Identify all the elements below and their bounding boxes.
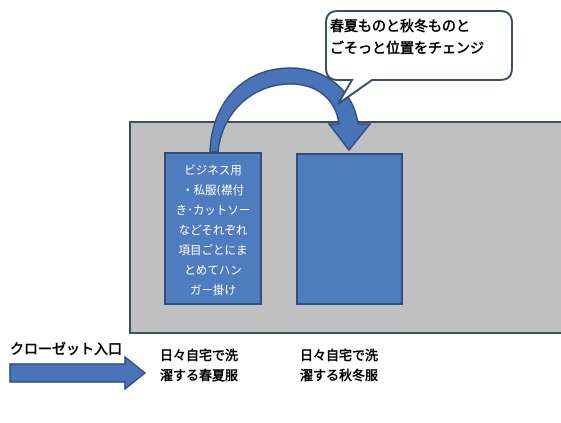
callout-text: 春夏ものと秋冬ものと ごそっと位置をチェンジ <box>330 16 510 60</box>
caption-line: 濯する春夏服 <box>160 369 239 384</box>
entrance-label: クローゼット入口 <box>10 342 122 358</box>
autumn-winter-caption: 日々自宅で洗 濯する秋冬服 <box>300 347 378 387</box>
spring-summer-box-text: ビジネス用 ・私服(襟付 き･カットソー などそれぞれ 項目ごとにま とめてハン… <box>167 160 259 300</box>
box-line: とめてハン <box>184 263 242 277</box>
caption-line: 日々自宅で洗 <box>160 349 239 364</box>
box-line: ・私服(襟付 <box>182 183 244 197</box>
caption-line: 濯する秋冬服 <box>300 369 379 384</box>
autumn-winter-box <box>296 153 403 305</box>
callout-bubble <box>325 10 513 105</box>
caption-line: 日々自宅で洗 <box>300 349 379 364</box>
swap-curved-arrow <box>209 67 372 153</box>
spring-summer-box <box>164 152 262 305</box>
callout-line: ごそっと位置をチェンジ <box>330 41 484 57</box>
box-line: 項目ごとにま <box>178 243 248 257</box>
box-line: ガー掛け <box>190 283 236 297</box>
spring-summer-caption: 日々自宅で洗 濯する春夏服 <box>160 347 238 387</box>
entrance-arrow <box>9 355 147 391</box>
box-line: き･カットソー <box>175 203 251 217</box>
box-line: などそれぞれ <box>178 223 248 237</box>
box-line: ビジネス用 <box>184 163 242 177</box>
callout-line: 春夏ものと秋冬ものと <box>330 19 470 35</box>
